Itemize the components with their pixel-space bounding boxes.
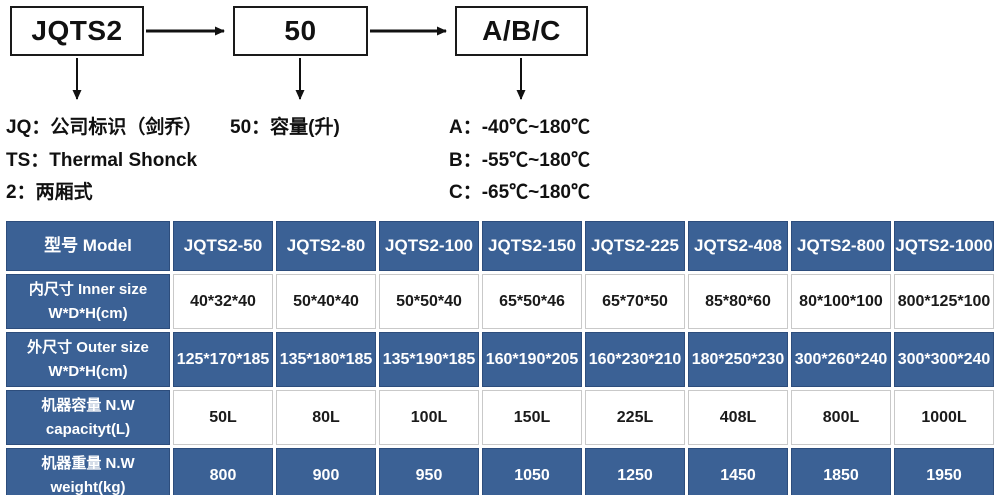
capacity-legend: 50：容量(升): [230, 117, 340, 138]
cell-value: 800L: [791, 390, 891, 445]
table-row-inner-size: 内尺寸 Inner size W*D*H(cm) 40*32*40 50*40*…: [6, 274, 994, 329]
capacity-label: 50: [284, 15, 317, 46]
temp-grade-box: A/B/C: [455, 6, 588, 56]
header-model-jqts2-80: JQTS2-80: [276, 221, 376, 271]
header-model-jqts2-408: JQTS2-408: [688, 221, 788, 271]
cell-value: 50L: [173, 390, 273, 445]
cell-value: 100L: [379, 390, 479, 445]
cell-value: 50*50*40: [379, 274, 479, 329]
legend-temp-c: C：-65℃~180℃: [449, 182, 590, 203]
cell-value: 135*180*185: [276, 332, 376, 387]
capacity-box: 50: [233, 6, 368, 56]
table-row-outer-size: 外尺寸 Outer size W*D*H(cm) 125*170*185 135…: [6, 332, 994, 387]
row-label-outer-size: 外尺寸 Outer size W*D*H(cm): [6, 332, 170, 387]
cell-value: 1050: [482, 448, 582, 495]
header-model-jqts2-225: JQTS2-225: [585, 221, 685, 271]
cell-value: 160*230*210: [585, 332, 685, 387]
cell-value: 40*32*40: [173, 274, 273, 329]
cell-value: 80L: [276, 390, 376, 445]
cell-value: 160*190*205: [482, 332, 582, 387]
table-header-row: 型号 Model JQTS2-50 JQTS2-80 JQTS2-100 JQT…: [6, 221, 994, 271]
cell-value: 800: [173, 448, 273, 495]
cell-value: 300*260*240: [791, 332, 891, 387]
cell-value: 150L: [482, 390, 582, 445]
temperature-legend: A：-40℃~180℃ B：-55℃~180℃ C：-65℃~180℃: [449, 112, 769, 212]
legend-jq: JQ：公司标识（剑乔）: [6, 117, 203, 138]
cell-value: 1950: [894, 448, 994, 495]
cell-value: 300*300*240: [894, 332, 994, 387]
table-row-capacity: 机器容量 N.W capacityt(L) 50L 80L 100L 150L …: [6, 390, 994, 445]
cell-value: 800*125*100: [894, 274, 994, 329]
row-label-inner-size: 内尺寸 Inner size W*D*H(cm): [6, 274, 170, 329]
cell-value: 85*80*60: [688, 274, 788, 329]
header-model-jqts2-50: JQTS2-50: [173, 221, 273, 271]
legend-temp-b: B：-55℃~180℃: [449, 150, 590, 171]
cell-value: 1850: [791, 448, 891, 495]
header-model-jqts2-100: JQTS2-100: [379, 221, 479, 271]
cell-value: 1000L: [894, 390, 994, 445]
table-row-weight: 机器重量 N.W weight(kg) 800 900 950 1050 125…: [6, 448, 994, 495]
spec-table: 型号 Model JQTS2-50 JQTS2-80 JQTS2-100 JQT…: [3, 218, 997, 495]
model-prefix-box: JQTS2: [10, 6, 144, 56]
cell-value: 225L: [585, 390, 685, 445]
cell-value: 50*40*40: [276, 274, 376, 329]
cell-value: 80*100*100: [791, 274, 891, 329]
row-label-weight: 机器重量 N.W weight(kg): [6, 448, 170, 495]
legend-ts: TS：Thermal Shonck: [6, 150, 198, 171]
cell-value: 900: [276, 448, 376, 495]
spec-table-container: 型号 Model JQTS2-50 JQTS2-80 JQTS2-100 JQT…: [3, 218, 997, 495]
cell-value: 65*50*46: [482, 274, 582, 329]
header-model-jqts2-1000: JQTS2-1000: [894, 221, 994, 271]
row-label-capacity: 机器容量 N.W capacityt(L): [6, 390, 170, 445]
cell-value: 1450: [688, 448, 788, 495]
header-model-jqts2-800: JQTS2-800: [791, 221, 891, 271]
cell-value: 180*250*230: [688, 332, 788, 387]
legend-temp-a: A：-40℃~180℃: [449, 117, 590, 138]
legend-2: 2：两厢式: [6, 182, 93, 203]
cell-value: 408L: [688, 390, 788, 445]
cell-value: 1250: [585, 448, 685, 495]
header-model: 型号 Model: [6, 221, 170, 271]
model-prefix-label: JQTS2: [31, 15, 123, 46]
temp-grade-label: A/B/C: [482, 15, 561, 46]
cell-value: 950: [379, 448, 479, 495]
header-model-jqts2-150: JQTS2-150: [482, 221, 582, 271]
prefix-legend: JQ：公司标识（剑乔） TS：Thermal Shonck 2：两厢式: [6, 112, 426, 212]
cell-value: 125*170*185: [173, 332, 273, 387]
cell-value: 65*70*50: [585, 274, 685, 329]
cell-value: 135*190*185: [379, 332, 479, 387]
